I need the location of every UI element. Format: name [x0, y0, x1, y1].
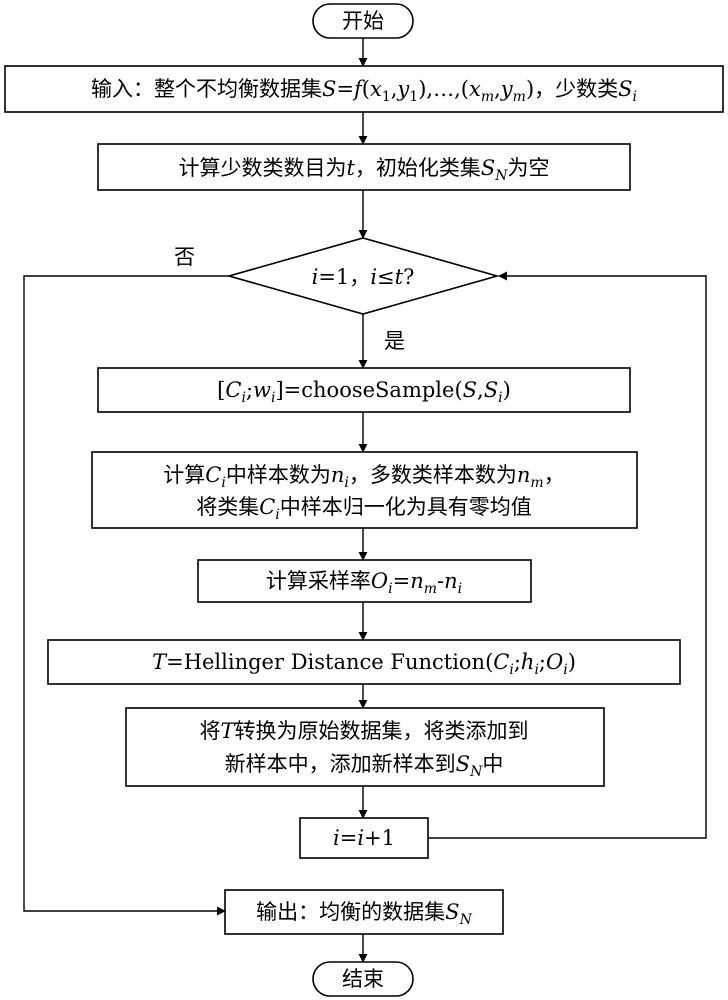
loop-back-line	[428, 271, 707, 839]
start-node: 开始	[312, 3, 414, 39]
convert-line2: 新样本中，添加新样本到SN中	[225, 752, 504, 780]
increment-label: i=i+1	[333, 826, 395, 850]
init-label: 计算少数类数目为t，初始化类集SN为空	[178, 156, 549, 184]
no-label: 否	[174, 245, 195, 269]
yes-label: 是	[384, 329, 405, 353]
hellinger-label: T=Hellinger Distance Function(Ci;hi;Oi)	[152, 650, 576, 678]
increment-node: i=i+1	[299, 817, 429, 859]
input-label: 输入：整个不均衡数据集S=f(x1,y1),…,(xm,ym)，少数类Si	[91, 77, 637, 105]
decision-node: i=1，i≤t?	[226, 237, 500, 315]
choose-sample-label: [Ci;wi]=chooseSample(S,Si)	[217, 378, 511, 406]
end-label: 结束	[342, 967, 384, 991]
no-branch-line	[23, 275, 229, 916]
end-node: 结束	[312, 961, 414, 997]
decision-label: i=1，i≤t?	[312, 265, 415, 289]
output-label: 输出：均衡的数据集SN	[256, 900, 472, 928]
convert-node: 将T转换为原始数据集，将类添加到 新样本中，添加新样本到SN中	[125, 707, 605, 787]
compute-counts-line2: 将类集Ci中样本归一化为具有零均值	[196, 495, 532, 523]
start-label: 开始	[342, 9, 384, 33]
input-node: 输入：整个不均衡数据集S=f(x1,y1),…,(xm,ym)，少数类Si	[4, 65, 724, 113]
compute-counts-line1: 计算Ci中样本数为ni，多数类样本数为nm，	[163, 463, 564, 491]
hellinger-node: T=Hellinger Distance Function(Ci;hi;Oi)	[47, 639, 681, 685]
compute-counts-node: 计算Ci中样本数为ni，多数类样本数为nm， 将类集Ci中样本归一化为具有零均值	[91, 451, 638, 529]
choose-sample-node: [Ci;wi]=chooseSample(S,Si)	[97, 367, 631, 413]
sampling-rate-label: 计算采样率Oi=nm-ni	[266, 569, 462, 597]
sampling-rate-node: 计算采样率Oi=nm-ni	[197, 559, 532, 603]
convert-line1: 将T转换为原始数据集，将类添加到	[199, 719, 528, 743]
init-node: 计算少数类数目为t，初始化类集SN为空	[97, 143, 631, 191]
output-node: 输出：均衡的数据集SN	[224, 889, 504, 935]
